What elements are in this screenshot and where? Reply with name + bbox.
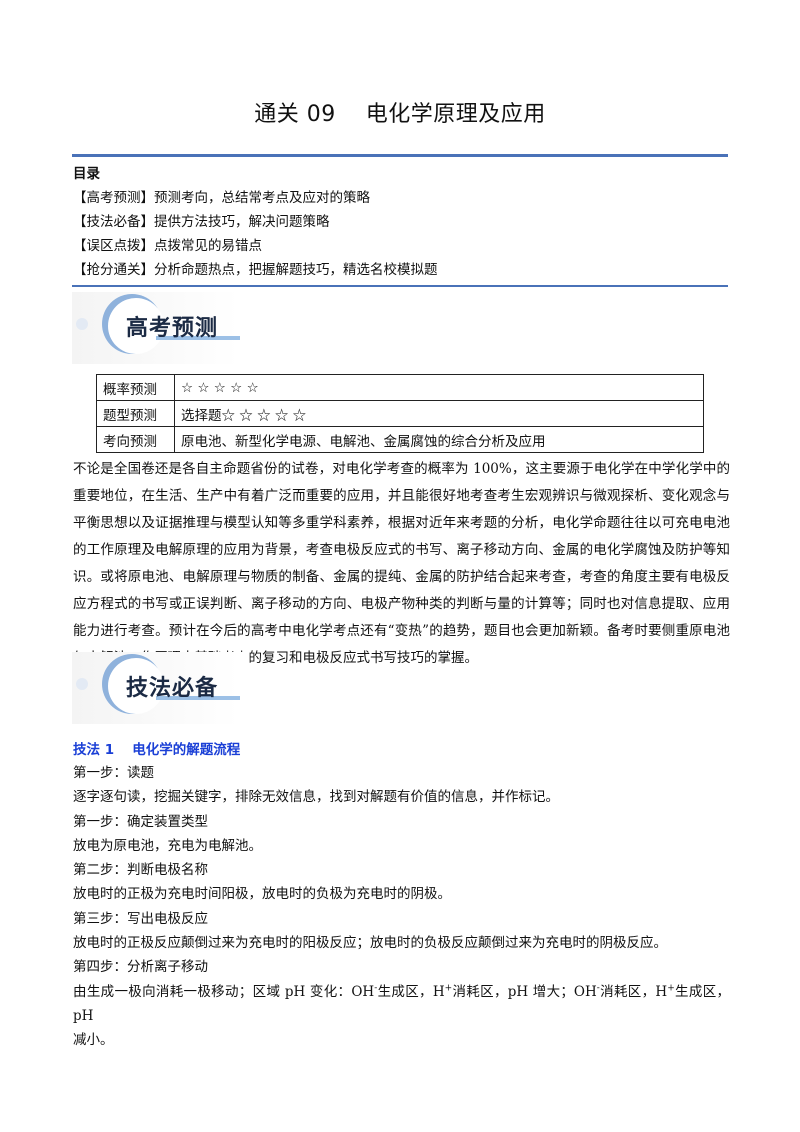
step-heading: 第一步：读题 [73, 765, 154, 781]
circle-decoration-icon [76, 318, 88, 330]
step-heading: 第三步：写出电极反应 [73, 910, 208, 927]
table-cell-label: 概率预测 [96, 374, 175, 401]
toc-heading: 目录 [73, 166, 100, 182]
banner-underline [156, 336, 240, 340]
step-heading: 第四步：分析离子移动 [73, 959, 208, 976]
table-row: 概率预测 ☆ ☆ ☆ ☆ ☆ [96, 374, 704, 401]
table-cell-label: 考向预测 [96, 426, 175, 453]
step-list: 第一步：读题 逐字逐句读，挖掘关键字，排除无效信息，找到对解题有价值的信息，并作… [73, 761, 730, 1053]
forecast-table: 概率预测 ☆ ☆ ☆ ☆ ☆ 题型预测 选择题☆ ☆ ☆ ☆ ☆ 考向预测 原电… [96, 374, 704, 453]
technique-heading: 技法 1 电化学的解题流程 [73, 742, 241, 758]
forecast-banner-label: 高考预测 [126, 316, 219, 341]
forecast-banner: 高考预测 [72, 292, 248, 364]
table-of-contents: 目录 【高考预测】预测考向，总结常考点及应对的策略 【技法必备】提供方法技巧，解… [73, 162, 733, 282]
table-row: 题型预测 选择题☆ ☆ ☆ ☆ ☆ [96, 400, 704, 427]
document-title: 通关 09 电化学原理及应用 [254, 102, 546, 127]
step-body: 放电时的正极为充电时间阳极，放电时的负极为充电时的阴极。 [73, 886, 451, 903]
toc-item: 【误区点拨】点拨常见的易错点 [73, 238, 262, 254]
table-cell-value: 原电池、新型化学电源、电解池、金属腐蚀的综合分析及应用 [174, 426, 704, 453]
circle-decoration-icon [76, 678, 88, 690]
step-body: 放电时的正极反应颠倒过来为充电时的阳极反应；放电时的负极反应颠倒过来为充电时的阴… [73, 935, 667, 952]
toc-item: 【技法必备】提供方法技巧，解决问题策略 [73, 214, 330, 230]
table-row: 考向预测 原电池、新型化学电源、电解池、金属腐蚀的综合分析及应用 [96, 426, 704, 453]
banner-underline [156, 696, 240, 700]
table-cell-label: 题型预测 [96, 400, 175, 427]
skills-banner-label: 技法必备 [126, 676, 219, 701]
top-rule [72, 154, 728, 157]
toc-bottom-rule [72, 285, 728, 287]
skills-banner: 技法必备 [72, 652, 248, 724]
step-body: 放电为原电池，充电为电解池。 [73, 837, 262, 854]
step-heading: 第一步：确定装置类型 [73, 813, 208, 830]
step-body: 由生成一极向消耗一极移动；区域 pH 变化：OH-生成区，H+消耗区，pH 增大… [73, 983, 731, 1024]
toc-item: 【高考预测】预测考向，总结常考点及应对的策略 [73, 190, 370, 206]
step-body: 逐字逐句读，挖掘关键字，排除无效信息，找到对解题有价值的信息，并作标记。 [73, 789, 559, 806]
table-cell-value: 选择题☆ ☆ ☆ ☆ ☆ [174, 400, 704, 427]
intro-paragraph: 不论是全国卷还是各自主命题省份的试卷，对电化学考查的概率为 100%，这主要源于… [73, 461, 730, 666]
toc-item: 【抢分通关】分析命题热点，把握解题技巧，精选名校模拟题 [73, 262, 438, 278]
step-heading: 第二步：判断电极名称 [73, 862, 208, 879]
step-body: 减小。 [73, 1032, 114, 1049]
table-cell-value: ☆ ☆ ☆ ☆ ☆ [174, 374, 704, 401]
